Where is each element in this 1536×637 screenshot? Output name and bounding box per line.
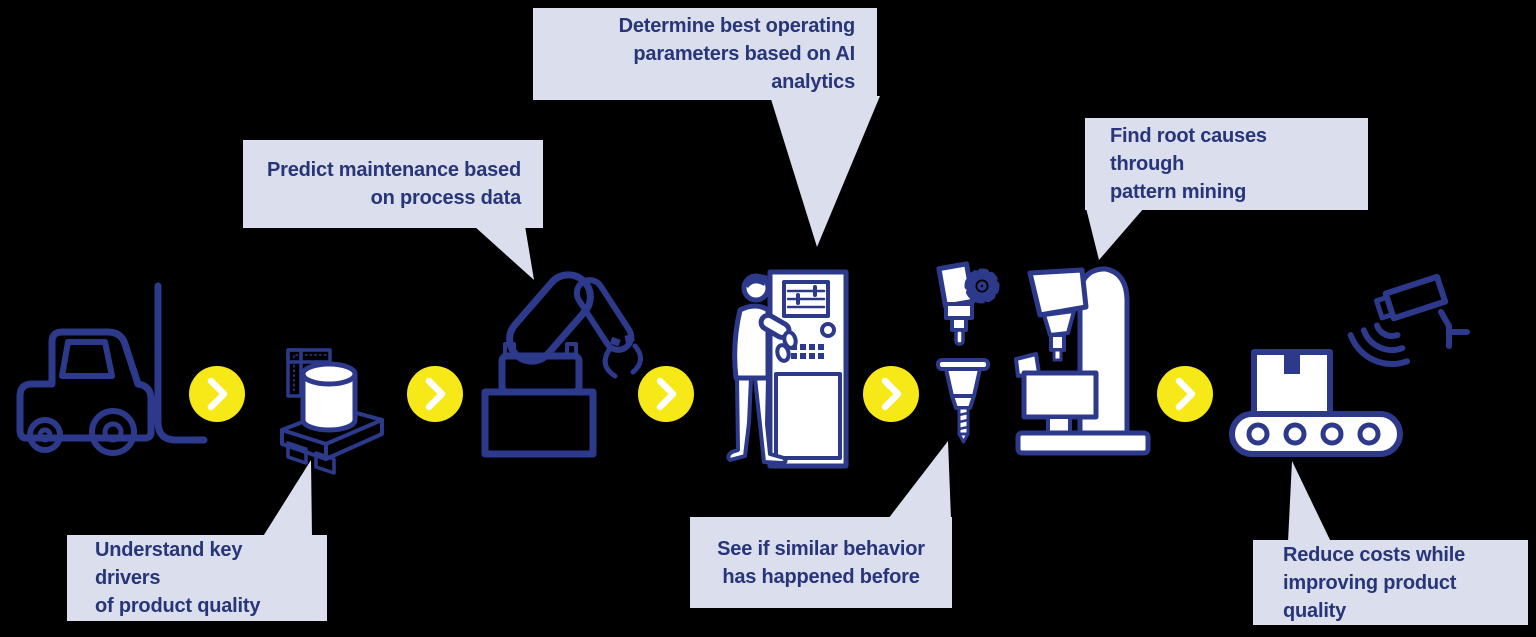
callout-text-line: Understand key drivers <box>95 539 243 589</box>
security-camera-icon <box>1373 273 1470 349</box>
robot-arm-icon <box>475 258 645 458</box>
signal-waves-icon <box>1347 322 1411 367</box>
callout-reduce-costs: Reduce costs while improving product qua… <box>1253 540 1528 625</box>
callout-text-line: improving product quality <box>1283 571 1457 622</box>
callout-predict-maintenance: Predict maintenance based on process dat… <box>243 140 543 228</box>
callout-understand-drivers: Understand key drivers of product qualit… <box>67 535 327 621</box>
control-panel <box>767 269 849 469</box>
operator-control-panel-icon <box>720 258 870 473</box>
machining-tools-icon <box>930 260 1000 460</box>
callout-find-root-causes: Find root causes through pattern mining <box>1085 118 1368 210</box>
cnc-machine-icon <box>1010 255 1155 460</box>
callout-text-line: parameters based on AI analytics <box>633 43 855 93</box>
chevron-right-icon <box>189 366 245 422</box>
callout-text-line: See if similar behavior <box>717 537 925 560</box>
conveyor-box-icon <box>1222 256 1472 461</box>
operator-person <box>726 273 798 465</box>
chevron-right-icon <box>1157 366 1213 422</box>
callout-text-line: Determine best operating <box>618 15 856 37</box>
chevron-right-icon <box>407 366 463 422</box>
callout-text-line: Find root causes through <box>1110 125 1267 175</box>
callout-text-line: of product quality <box>95 595 261 617</box>
callout-text-line: on process data <box>370 187 522 209</box>
callout-text-line: Reduce costs while <box>1283 543 1466 566</box>
measuring-square-icon <box>286 348 332 398</box>
callout-determine-parameters: Determine best operating parameters base… <box>533 8 877 100</box>
forklift-icon <box>12 280 212 465</box>
chevron-right-icon <box>863 366 919 422</box>
callout-text-line: has happened before <box>722 565 920 588</box>
callout-similar-behavior: See if similar behavior has happened bef… <box>690 517 952 608</box>
material-on-pallet-icon <box>276 342 391 477</box>
callout-text-line: pattern mining <box>1110 181 1247 203</box>
spindle-gear-tool-icon <box>936 261 1000 346</box>
drill-bit-tool-icon <box>936 358 990 444</box>
callout-text-line: Predict maintenance based <box>267 159 521 181</box>
chevron-right-icon <box>638 366 694 422</box>
